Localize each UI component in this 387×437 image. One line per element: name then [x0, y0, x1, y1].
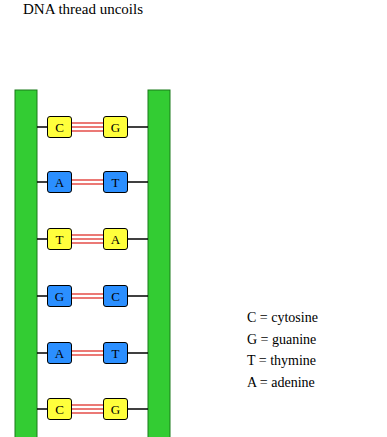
base-stub	[128, 408, 148, 410]
base-letter: C	[111, 290, 120, 303]
backbone-rail	[15, 90, 37, 437]
base-letter: T	[112, 347, 120, 360]
base-letter: A	[111, 233, 120, 246]
hydrogen-bond	[72, 351, 103, 355]
base-letter: A	[55, 176, 64, 189]
base-letter: C	[55, 403, 64, 416]
base-stub	[37, 126, 47, 128]
base-stub	[37, 181, 47, 183]
base-box: A	[103, 228, 128, 250]
base-stub	[37, 352, 47, 354]
key-text: T = thymine	[247, 352, 316, 370]
hydrogen-bond	[72, 180, 103, 184]
base-box: G	[103, 398, 128, 420]
hydrogen-bond	[72, 405, 103, 413]
base-letter: T	[56, 233, 64, 246]
base-box: T	[47, 228, 72, 250]
key-text: C = cytosine	[247, 309, 318, 327]
base-letter: C	[55, 121, 64, 134]
base-stub	[128, 238, 148, 240]
hydrogen-bond	[72, 294, 103, 298]
hydrogen-bond	[72, 235, 103, 243]
key-text: G = guanine	[247, 331, 316, 349]
base-box: T	[103, 342, 128, 364]
base-stub	[37, 295, 47, 297]
base-box: G	[47, 285, 72, 307]
base-box: G	[103, 116, 128, 138]
base-stub	[128, 352, 148, 354]
base-stubs	[37, 127, 148, 409]
base-letter: G	[111, 403, 120, 416]
base-box: C	[47, 398, 72, 420]
base-box: C	[47, 116, 72, 138]
base-box: C	[103, 285, 128, 307]
base-stub	[128, 126, 148, 128]
base-stub	[37, 408, 47, 410]
base-stub	[128, 181, 148, 183]
backbone-rail	[148, 90, 170, 437]
base-box: A	[47, 342, 72, 364]
key-text: A = adenine	[247, 374, 315, 392]
base-letter: G	[111, 121, 120, 134]
base-box: A	[47, 171, 72, 193]
base-stub	[128, 295, 148, 297]
hydrogen-bond	[72, 123, 103, 131]
diagram-title: DNA thread uncoils	[22, 0, 144, 18]
base-letter: T	[112, 176, 120, 189]
base-letter: G	[55, 290, 64, 303]
base-letter: A	[55, 347, 64, 360]
base-box: T	[103, 171, 128, 193]
base-stub	[37, 238, 47, 240]
